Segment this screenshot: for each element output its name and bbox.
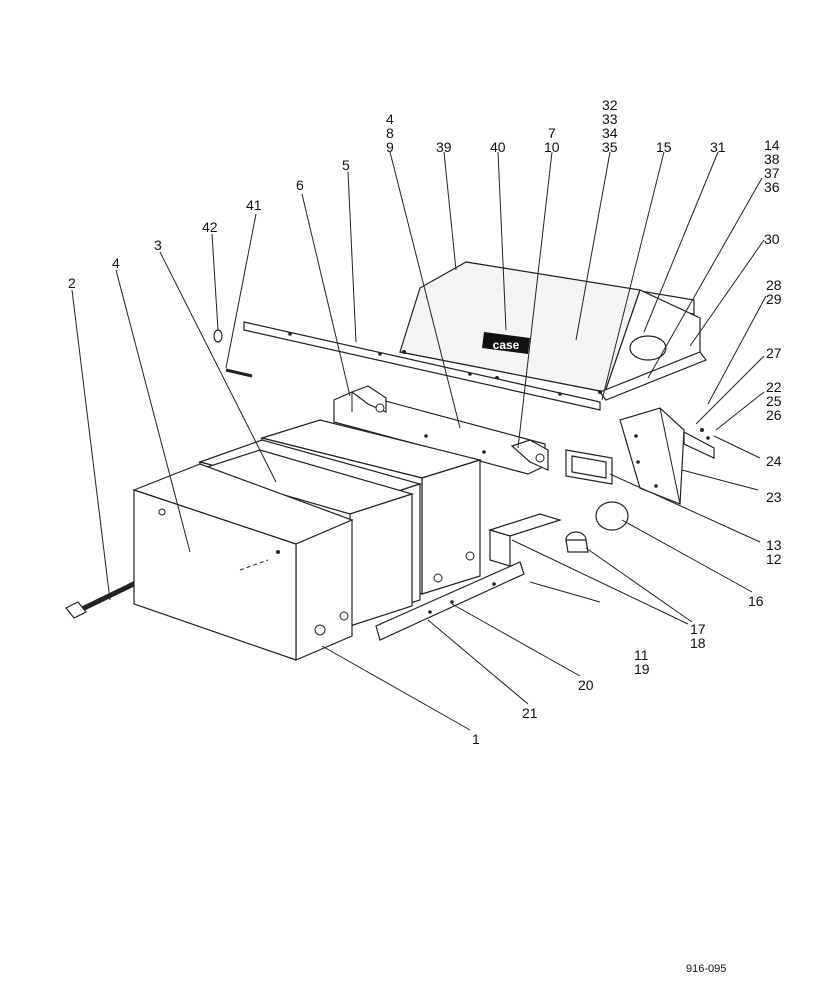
callout-23: 23 — [766, 489, 782, 505]
lamp-housing — [565, 449, 613, 485]
lower-bracket — [487, 513, 563, 567]
callout-38: 38 — [764, 151, 780, 167]
side-plate — [683, 428, 715, 459]
callout-27: 27 — [766, 345, 782, 361]
mounting-bar — [333, 385, 549, 475]
leader-lines — [71, 151, 767, 731]
callout-labels: 2 4 3 42 41 6 5 4 8 9 39 40 7 10 32 33 3… — [68, 97, 782, 747]
svg-text:case: case — [493, 338, 520, 352]
callout-4-top: 4 — [386, 111, 394, 127]
callout-30: 30 — [764, 231, 780, 247]
callout-42: 42 — [202, 219, 218, 235]
callout-10: 10 — [544, 139, 560, 155]
bolt-cap — [565, 531, 589, 553]
callout-19: 19 — [634, 661, 650, 677]
callout-29: 29 — [766, 291, 782, 307]
hood-cover — [399, 261, 707, 401]
callout-14: 14 — [764, 137, 780, 153]
callout-15: 15 — [656, 139, 672, 155]
long-rail — [243, 321, 601, 411]
callout-20: 20 — [578, 677, 594, 693]
weight-block-2 — [195, 449, 415, 627]
callout-41: 41 — [246, 197, 262, 213]
callout-35: 35 — [602, 139, 618, 155]
callout-16: 16 — [748, 593, 764, 609]
callout-3: 3 — [154, 237, 162, 253]
callout-25: 25 — [766, 393, 782, 409]
callout-18: 18 — [690, 635, 706, 651]
case-logo-decal: case — [482, 332, 530, 354]
callout-22: 22 — [766, 379, 782, 395]
callout-36: 36 — [764, 179, 780, 195]
callout-12: 12 — [766, 551, 782, 567]
callout-32: 32 — [602, 97, 618, 113]
callout-5: 5 — [342, 157, 350, 173]
callout-37: 37 — [764, 165, 780, 181]
weight-block-1 — [132, 463, 354, 661]
callout-4: 4 — [112, 255, 120, 271]
callout-6: 6 — [296, 177, 304, 193]
callout-21: 21 — [522, 705, 538, 721]
callout-11: 11 — [634, 647, 649, 663]
callout-2: 2 — [68, 275, 76, 291]
callout-33: 33 — [602, 111, 618, 127]
small-pin — [213, 329, 253, 378]
callout-17: 17 — [690, 621, 706, 637]
callout-31: 31 — [710, 139, 726, 155]
lower-bar — [375, 561, 525, 641]
callout-24: 24 — [766, 453, 782, 469]
callout-8: 8 — [386, 125, 394, 141]
side-bracket — [619, 407, 685, 505]
round-reflector — [595, 501, 629, 531]
callout-26: 26 — [766, 407, 782, 423]
callout-13: 13 — [766, 537, 782, 553]
callout-34: 34 — [602, 125, 618, 141]
callout-7: 7 — [548, 125, 556, 141]
callout-28: 28 — [766, 277, 782, 293]
drawing-number: 916-095 — [686, 963, 726, 975]
callout-9: 9 — [386, 139, 394, 155]
callout-40: 40 — [490, 139, 506, 155]
callout-1: 1 — [472, 731, 480, 747]
callout-39: 39 — [436, 139, 452, 155]
